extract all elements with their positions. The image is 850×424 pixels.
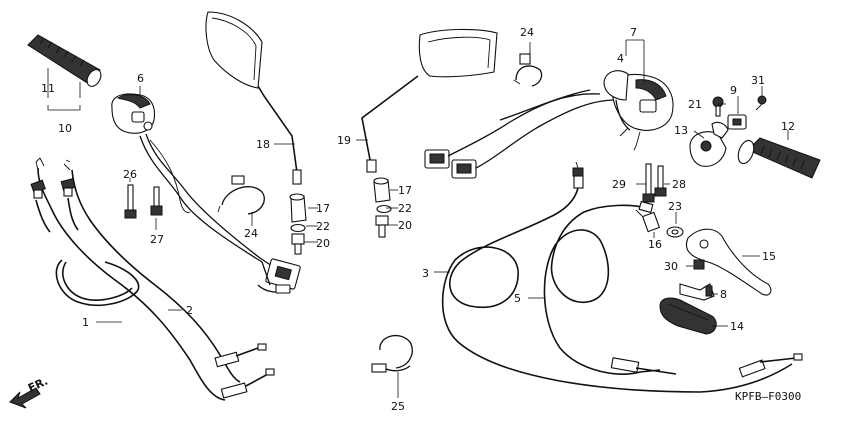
screw-31: [755, 95, 767, 111]
right-switch-housing: [603, 70, 674, 151]
direction-label: FR.: [26, 374, 50, 394]
callout-24a: 24: [244, 227, 258, 240]
callout-numbers: 11 10 6 18 26 27 24 17 22 20 2 1 19 17 2…: [41, 26, 795, 413]
cable-3: [441, 187, 793, 393]
callout-5: 5: [514, 292, 521, 305]
callout-26: 26: [123, 168, 137, 181]
switch-9: [727, 114, 747, 130]
callout-16: 16: [648, 238, 662, 251]
stop-switch-16: [635, 209, 661, 233]
callout-23: 23: [668, 200, 682, 213]
nut-20-right: [375, 215, 389, 238]
callout-22a: 22: [316, 220, 330, 233]
cable-clamp-right: [513, 53, 543, 87]
callout-19: 19: [337, 134, 351, 147]
callout-17a: 17: [316, 202, 330, 215]
callout-8: 8: [720, 288, 727, 301]
callout-31: 31: [751, 74, 765, 87]
callout-13: 13: [674, 124, 688, 137]
left-grip: [27, 34, 102, 87]
left-switch-harness-2: [139, 135, 263, 263]
left-harness-connector: [257, 258, 301, 294]
left-switch-lead: [149, 139, 191, 213]
lever-bracket: [689, 121, 729, 167]
front-brake-lever: [686, 228, 772, 296]
callout-10: 10: [58, 122, 72, 135]
cable-ends-right: [572, 161, 803, 378]
callout-29: 29: [612, 178, 626, 191]
callout-20b: 20: [398, 219, 412, 232]
mirror-cap-17-left: [289, 193, 307, 223]
callout-4: 4: [617, 52, 624, 65]
screw-21: [712, 96, 724, 117]
cable-5: [543, 204, 661, 375]
washer-22-right: [376, 204, 392, 214]
lever-cover-14: [659, 297, 717, 335]
callout-6: 6: [137, 72, 144, 85]
nut-20-left: [291, 233, 305, 255]
diagram-code: KPFB—F0300: [735, 390, 801, 403]
callout-18: 18: [256, 138, 270, 151]
callout-15: 15: [762, 250, 776, 263]
oring-23: [666, 226, 684, 238]
callout-2: 2: [186, 304, 193, 317]
callout-3: 3: [422, 267, 429, 280]
callout-28: 28: [672, 178, 686, 191]
left-switch-housing: [111, 93, 156, 134]
nut-30: [693, 259, 705, 270]
bolt-28: [654, 165, 667, 197]
callout-12: 12: [781, 120, 795, 133]
right-switch-connectors: [424, 89, 616, 179]
callout-14: 14: [730, 320, 744, 333]
callout-21: 21: [688, 98, 702, 111]
bolt-29: [642, 163, 655, 203]
throttle-cable-ends-top: [30, 157, 79, 233]
callout-17b: 17: [398, 184, 412, 197]
leader-lines: [47, 39, 789, 398]
washer-22-left: [290, 223, 306, 233]
bolt-27: [150, 186, 163, 216]
right-mirror: [361, 28, 498, 173]
callout-7: 7: [630, 26, 637, 39]
callout-25: 25: [391, 400, 405, 413]
throttle-cable-ends-bottom: [214, 343, 275, 399]
callout-27: 27: [150, 233, 164, 246]
callout-1: 1: [82, 316, 89, 329]
callout-20a: 20: [316, 237, 330, 250]
callout-22b: 22: [398, 202, 412, 215]
cable-clamp-left: [217, 175, 265, 215]
callout-30: 30: [664, 260, 678, 273]
callout-9: 9: [730, 84, 737, 97]
bolt-26: [124, 184, 137, 219]
left-mirror: [205, 11, 302, 185]
right-grip: [737, 137, 821, 179]
brake-switch-8: [679, 283, 715, 301]
cable-clamp-25: [371, 334, 413, 373]
callout-24b: 24: [520, 26, 534, 39]
forward-arrow-icon: [9, 387, 41, 409]
callout-11: 11: [41, 82, 55, 95]
left-switch-harness: [145, 133, 276, 269]
mirror-cap-17-right: [373, 177, 391, 203]
